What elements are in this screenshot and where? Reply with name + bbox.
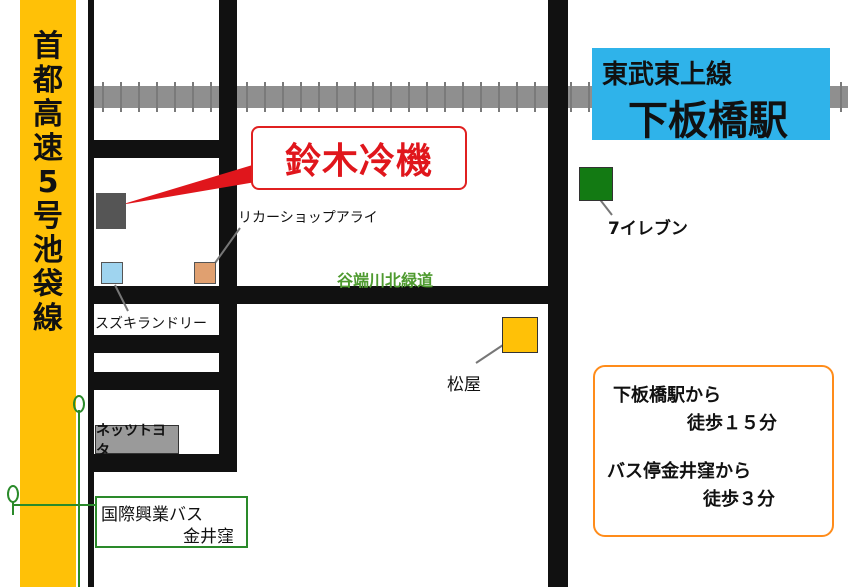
expressway-label-char: 袋 bbox=[33, 267, 63, 302]
company-sign: 鈴木冷機 bbox=[251, 126, 467, 190]
company-pointer-arrow bbox=[120, 164, 256, 205]
road-horizontal-upper bbox=[92, 140, 224, 158]
road-horizontal-small-2 bbox=[92, 372, 224, 390]
station-sign: 東武東上線 下板橋駅 bbox=[592, 48, 830, 144]
expressway-label-char: 高 bbox=[33, 97, 63, 132]
company-location-marker bbox=[96, 193, 126, 229]
access-line-1: 下板橋駅から bbox=[613, 385, 721, 406]
expressway-label-char: 首 bbox=[33, 29, 63, 64]
expressway-label-char: 池 bbox=[33, 233, 63, 268]
netz-toyota-building: ネッツトヨタ bbox=[95, 423, 179, 459]
bus-stop-icon-upper bbox=[73, 395, 85, 413]
company-name: 鈴木冷機 bbox=[284, 141, 433, 182]
road-horizontal-small-3 bbox=[92, 454, 237, 472]
expressway-label-char: 都 bbox=[33, 63, 63, 98]
seven-eleven-label: 7イレブン bbox=[608, 219, 688, 239]
laundry-leader bbox=[114, 284, 129, 312]
bus-stop-name: 金井窪 bbox=[183, 527, 234, 547]
liquor-shop-label: リカーショップアライ bbox=[238, 210, 378, 226]
matsuya-label: 松屋 bbox=[447, 375, 481, 395]
road-horizontal-main bbox=[92, 286, 552, 304]
netz-toyota-label: ネッツトヨタ bbox=[96, 422, 166, 459]
bus-company-label: 国際興業バス bbox=[101, 505, 203, 525]
seven-eleven-marker bbox=[579, 167, 613, 201]
laundry-marker bbox=[101, 262, 123, 284]
road-horizontal-small-1 bbox=[92, 335, 224, 353]
bus-stop-icon-lower bbox=[7, 485, 19, 503]
expressway-label-char: 号 bbox=[33, 199, 63, 234]
road-vertical-right bbox=[548, 0, 568, 587]
matsuya-leader bbox=[475, 344, 504, 364]
expressway-label-char: 線 bbox=[33, 301, 63, 336]
bus-stop-sign: 国際興業バス 金井窪 bbox=[95, 496, 248, 548]
laundry-label: スズキランドリー bbox=[95, 316, 207, 332]
access-info-box: 下板橋駅から 徒歩１５分 バス停金井窪から 徒歩３分 bbox=[593, 365, 834, 537]
access-line-3: バス停金井窪から bbox=[607, 461, 751, 482]
expressway-label-char: 5 bbox=[37, 165, 59, 200]
station-line-name: 東武東上線 bbox=[602, 60, 733, 90]
access-line-2: 徒歩１５分 bbox=[687, 413, 777, 434]
station-name: 下板橋駅 bbox=[628, 98, 788, 144]
river-path-label: 谷端川北緑道 bbox=[337, 271, 434, 290]
matsuya-marker bbox=[502, 317, 538, 353]
expressway-label-char: 速 bbox=[33, 131, 63, 166]
access-line-4: 徒歩３分 bbox=[703, 489, 775, 510]
liquor-shop-marker bbox=[194, 262, 216, 284]
road-vertical-left bbox=[88, 0, 94, 587]
